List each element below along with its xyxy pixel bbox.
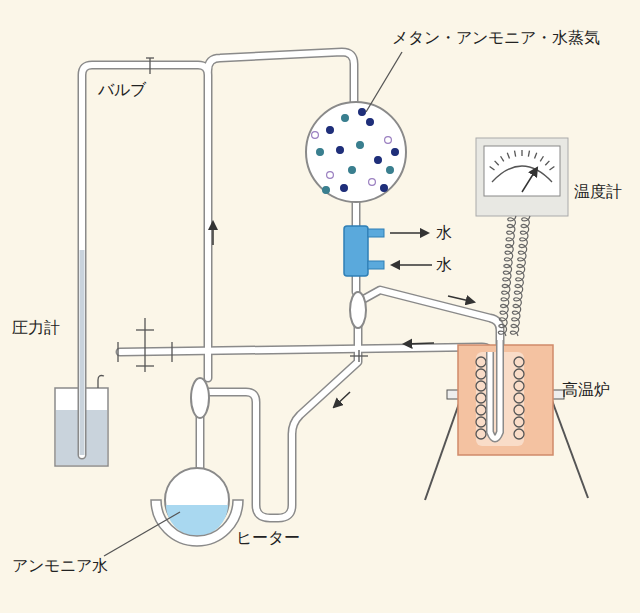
- condenser: [344, 226, 368, 276]
- reaction-flask: [306, 102, 406, 202]
- valve-symbol: [118, 58, 368, 372]
- water-out-label: 水: [436, 223, 452, 242]
- heater-label: ヒーター: [236, 528, 300, 547]
- thermometer-label: 温度計: [574, 182, 622, 201]
- flow-arrow: [213, 222, 474, 407]
- heater: [151, 500, 243, 546]
- ammonia-water-label: アンモニア水: [12, 556, 108, 575]
- thermometer: [476, 138, 568, 216]
- furnace: [458, 345, 553, 455]
- gas-label: メタン・アンモニア・水蒸気: [392, 28, 600, 47]
- valve-label: バルブ: [98, 80, 146, 99]
- furnace-label: 高温炉: [562, 380, 610, 399]
- water-in-label: 水: [436, 255, 452, 274]
- pressure-gauge-label: 圧力計: [12, 318, 60, 337]
